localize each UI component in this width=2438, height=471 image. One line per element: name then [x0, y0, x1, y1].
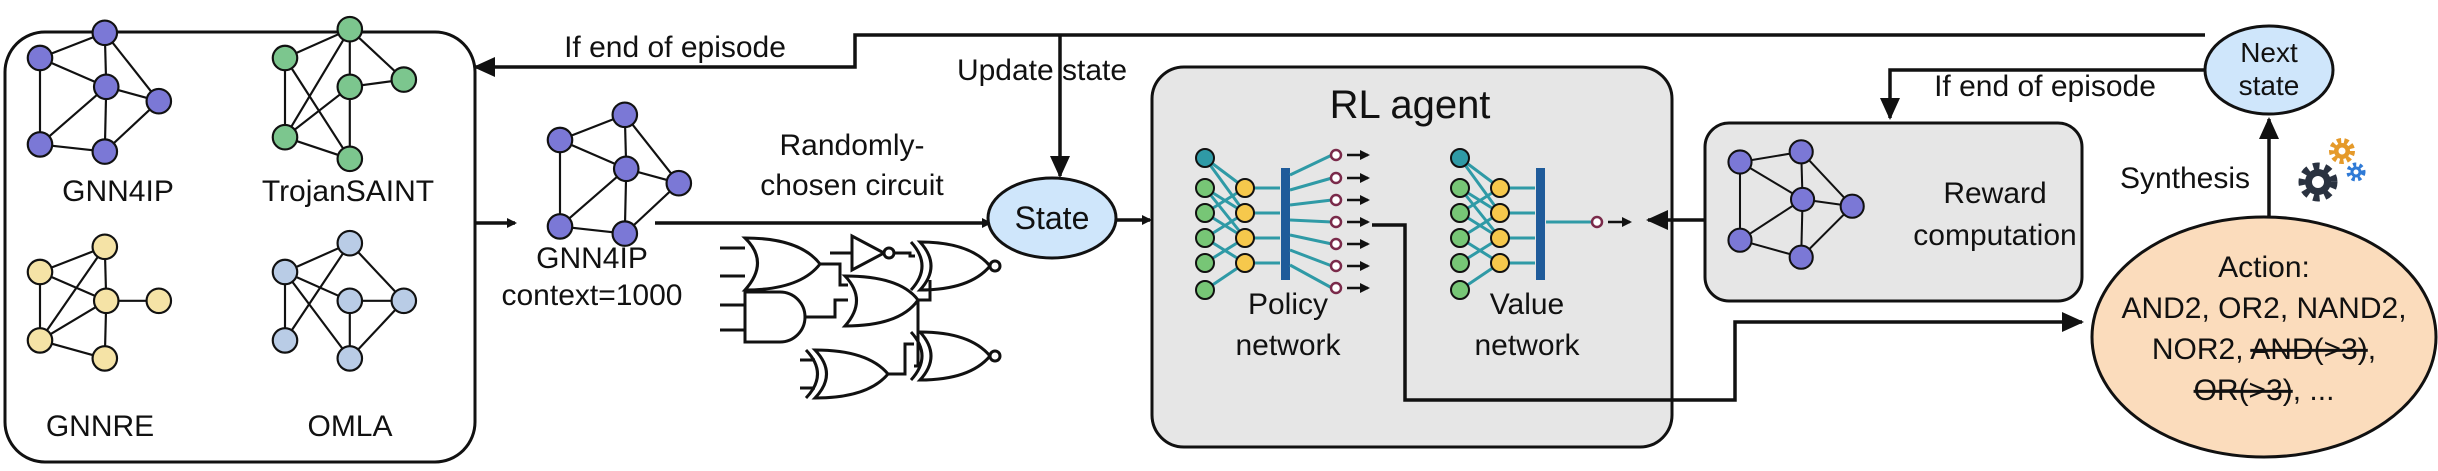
action-label-title: Action: — [2218, 251, 2310, 284]
graph-gnnre-label: GNNRE — [46, 410, 154, 443]
next-state-label-line1: Next — [2240, 37, 2298, 68]
reward-graph — [1727, 139, 1865, 270]
update-state-label: Update state — [957, 54, 1127, 87]
graph-gnn4ip — [26, 19, 173, 165]
action-label-line2: AND2, OR2, NAND2, — [2121, 292, 2406, 325]
graph-gnnre — [26, 233, 173, 372]
reward-box — [1703, 121, 2084, 303]
action-node — [2090, 215, 2438, 459]
graph-omla — [271, 229, 418, 372]
action-nor2-text: NOR2, — [2152, 333, 2250, 366]
if-end-of-episode-top-label: If end of episode — [564, 31, 786, 64]
state-node — [986, 176, 1118, 260]
graph-sampled-gnn4ip — [546, 101, 693, 247]
action-or-gt3-struck: OR(>3) — [2194, 374, 2293, 407]
reward-label-line2: computation — [1913, 219, 2076, 252]
next-state-label-line2: state — [2239, 70, 2300, 101]
rl-agent-title: RL agent — [1330, 83, 1491, 127]
reward-label-line1: Reward — [1943, 177, 2046, 210]
if-end-of-episode-right-label: If end of episode — [1934, 70, 2156, 103]
policy-network-label-line2: network — [1235, 329, 1341, 362]
graph-omla-label: OMLA — [307, 410, 392, 443]
action-label-line4: OR(>3), ... — [2194, 374, 2335, 407]
arrow-end-of-episode-top — [473, 33, 2205, 77]
graph-trojansaint — [271, 15, 418, 173]
dataset-box — [3, 30, 477, 464]
gears-icon — [2298, 138, 2366, 202]
state-label: State — [1015, 200, 1090, 236]
value-network-label-line2: network — [1474, 329, 1580, 362]
action-label-line3: NOR2, AND(>3), — [2152, 333, 2376, 366]
sampler-context-label: context=1000 — [502, 279, 683, 312]
sampler-graph-label: GNN4IP — [536, 242, 648, 275]
logic-circuit-icon — [720, 233, 1002, 400]
graph-gnn4ip-label: GNN4IP — [62, 175, 174, 208]
value-network-icon — [1450, 148, 1632, 300]
action-line3-comma: , — [2368, 333, 2376, 366]
rl-agent-box — [1150, 65, 1674, 449]
synthesis-label: Synthesis — [2120, 162, 2250, 195]
arrow-policy-to-action — [1372, 223, 2084, 402]
randomly-label-line2: chosen circuit — [760, 169, 944, 202]
value-network-label-line1: Value — [1490, 288, 1565, 321]
graph-trojansaint-label: TrojanSAINT — [262, 175, 434, 208]
policy-network-icon — [1195, 148, 1370, 300]
action-line4-ellipsis: , ... — [2293, 374, 2335, 407]
policy-network-label-line1: Policy — [1248, 288, 1328, 321]
action-and-gt3-struck: AND(>3) — [2250, 333, 2368, 366]
arrow-next-state-to-reward — [1880, 68, 2205, 120]
randomly-label-line1: Randomly- — [779, 129, 924, 162]
